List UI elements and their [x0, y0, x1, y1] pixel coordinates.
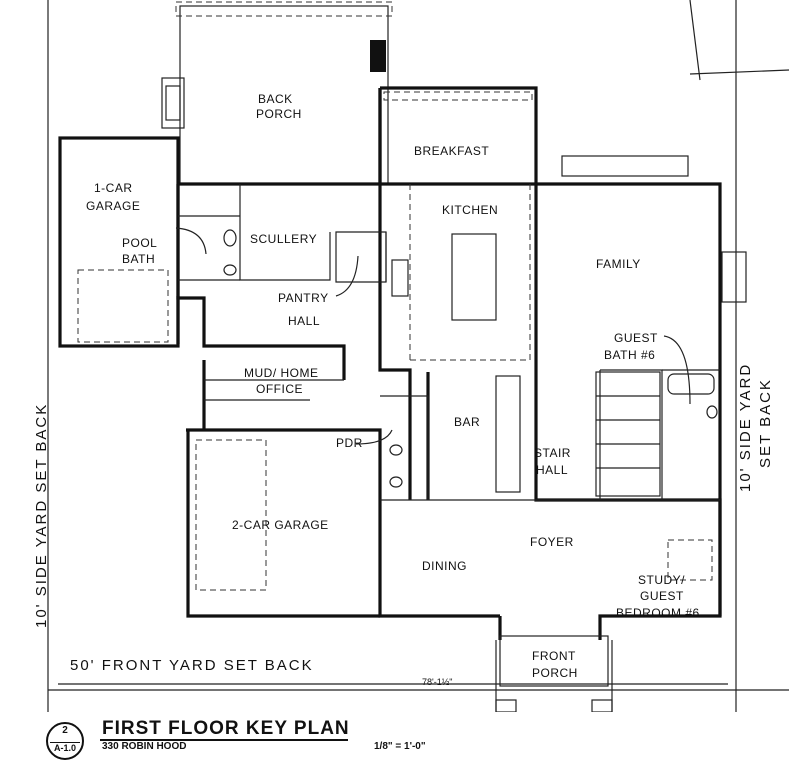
breakfast-label: BREAKFAST	[414, 144, 489, 158]
front-setback-label: 50' FRONT YARD SET BACK	[70, 657, 314, 674]
guest-bath-label-1: GUEST	[614, 331, 658, 345]
drawing-title: FIRST FLOOR KEY PLAN	[102, 718, 350, 739]
range	[391, 259, 409, 297]
grill	[370, 40, 386, 72]
study-label-3: BEDROOM #6	[616, 606, 700, 620]
garage-parking-outline	[195, 439, 267, 591]
kitchen-label: KITCHEN	[442, 203, 498, 217]
back-porch-label-2: PORCH	[256, 107, 302, 121]
fireplace	[161, 77, 185, 129]
floor-plan-drawing: BACK PORCH BREAKFAST 1-CAR GARAGE POOL B…	[33, 0, 789, 712]
drawing-tag: 2 A-1.0	[46, 722, 84, 760]
right-setback-label-1: 10' SIDE YARD	[737, 363, 754, 492]
kitchen-island	[451, 233, 497, 321]
pantry-label: PANTRY	[278, 291, 329, 305]
stair-hall-label-1: STAIR	[534, 446, 571, 460]
study-desk	[667, 539, 713, 581]
pool-bath-label-1: POOL	[122, 236, 157, 250]
pdr-leader	[355, 429, 393, 445]
scullery-label: SCULLERY	[250, 232, 317, 246]
left-setback-label: 10' SIDE YARD SET BACK	[33, 403, 50, 628]
stair-hall-label-2: HALL	[536, 463, 568, 477]
drawing-address: 330 ROBIN HOOD	[102, 741, 187, 752]
hall-label: HALL	[288, 314, 320, 328]
one-car-garage-label-1: 1-CAR	[94, 181, 133, 195]
house-walls	[176, 88, 722, 640]
front-porch	[495, 635, 613, 712]
guest-bath-leader	[663, 335, 691, 405]
one-car-garage	[58, 136, 180, 348]
pool-bath-label-2: BATH	[122, 252, 155, 266]
family-fireplace	[721, 251, 747, 303]
fixtures	[223, 229, 718, 488]
foyer-label: FOYER	[530, 535, 574, 549]
mud-office-label-1: MUD/ HOME	[244, 366, 319, 380]
pdr-label: PDR	[336, 436, 363, 450]
study-label-2: GUEST	[640, 589, 684, 603]
overall-dimension-text: 78'-1½"	[422, 677, 453, 687]
front-porch-label-1: FRONT	[532, 649, 576, 663]
front-porch-label-2: PORCH	[532, 666, 578, 680]
mud-office-label-2: OFFICE	[256, 382, 303, 396]
drawing-tag-number: 2	[62, 725, 68, 736]
stairs	[495, 371, 661, 497]
pantry-leader	[335, 255, 359, 297]
pool-bath-leader	[175, 227, 207, 255]
study-label-1: STUDY/	[638, 573, 685, 587]
one-car-garage-label-2: GARAGE	[86, 199, 140, 213]
drawing-tag-sheet: A-1.0	[53, 743, 76, 753]
bar-label: BAR	[454, 415, 480, 429]
title-underline	[100, 739, 348, 741]
two-car-garage-label: 2-CAR GARAGE	[232, 518, 329, 532]
dining-label: DINING	[422, 559, 467, 573]
drawing-scale: 1/8" = 1'-0"	[374, 741, 426, 752]
right-setback-label-2: SET BACK	[757, 378, 774, 468]
pantry-box	[335, 231, 387, 283]
breakfast-room	[378, 86, 538, 184]
family-deck	[561, 155, 689, 177]
back-porch-label-1: BACK	[258, 92, 293, 106]
guest-bath-label-2: BATH #6	[604, 348, 655, 362]
property-line	[689, 0, 701, 81]
family-label: FAMILY	[596, 257, 641, 271]
